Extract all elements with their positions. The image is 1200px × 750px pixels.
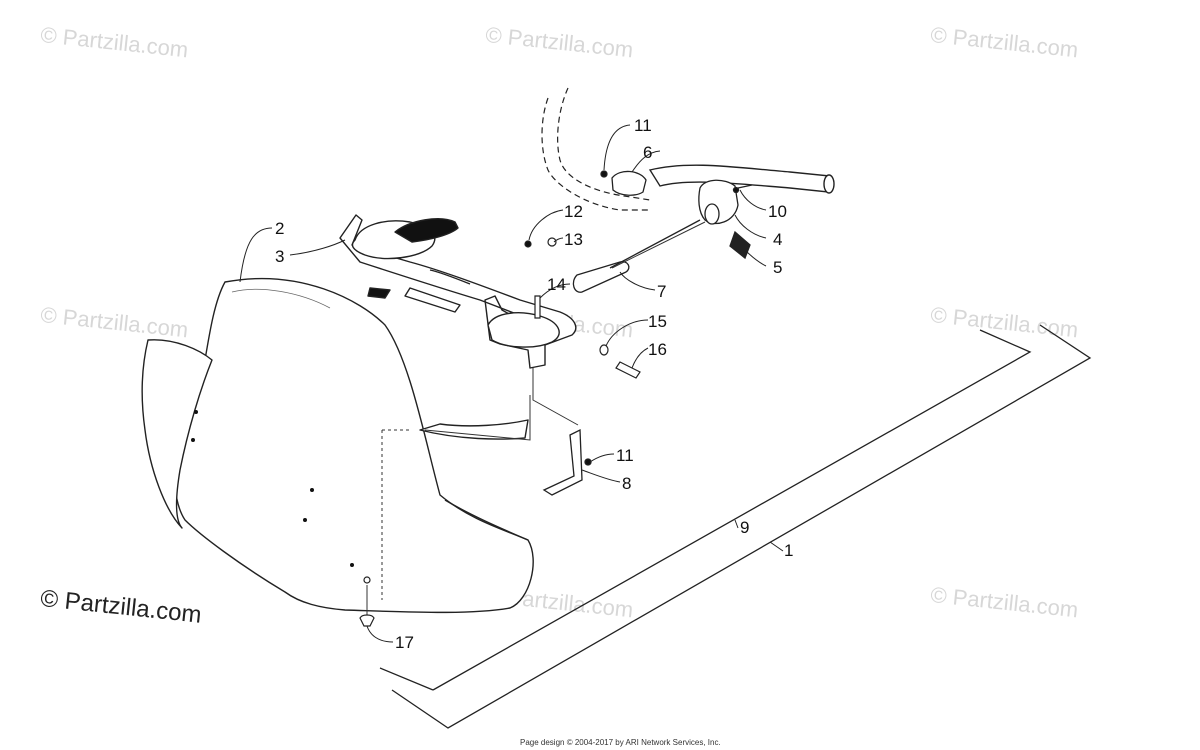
callout-4: 4 <box>773 230 782 249</box>
callout-leaders <box>239 124 784 643</box>
callout-14: 14 <box>547 275 566 294</box>
callout-5: 5 <box>773 258 782 277</box>
handlebar <box>648 164 835 194</box>
callout-7: 7 <box>657 282 666 301</box>
assembly-bracket-9 <box>379 329 1032 691</box>
callout-2: 2 <box>275 219 284 238</box>
callout-12: 12 <box>564 202 583 221</box>
callout-3: 3 <box>275 247 284 266</box>
windshield-bracket <box>339 214 577 369</box>
assembly-leader-lines <box>366 221 706 615</box>
callout-15: 15 <box>648 312 667 331</box>
windshield <box>141 277 534 614</box>
callout-8: 8 <box>622 474 631 493</box>
handlebar-outline <box>541 87 651 211</box>
callout-11-bottom: 11 <box>616 446 634 465</box>
callout-6: 6 <box>643 143 652 162</box>
lower-bracket <box>542 428 592 496</box>
windshield-fastener-holes <box>191 410 354 567</box>
callout-17: 17 <box>395 633 414 652</box>
assembly-bracket-1 <box>391 324 1092 729</box>
callout-11-top: 11 <box>634 116 652 135</box>
callout-1: 1 <box>784 541 793 560</box>
footer-copyright: Page design © 2004-2017 by ARI Network S… <box>520 738 721 747</box>
mirror-clamp <box>600 170 753 260</box>
bottom-plug <box>359 576 375 627</box>
callout-13: 13 <box>564 230 583 249</box>
callout-16: 16 <box>648 340 667 359</box>
fasteners <box>524 237 641 379</box>
callout-10: 10 <box>768 202 787 221</box>
callout-9: 9 <box>740 518 749 537</box>
